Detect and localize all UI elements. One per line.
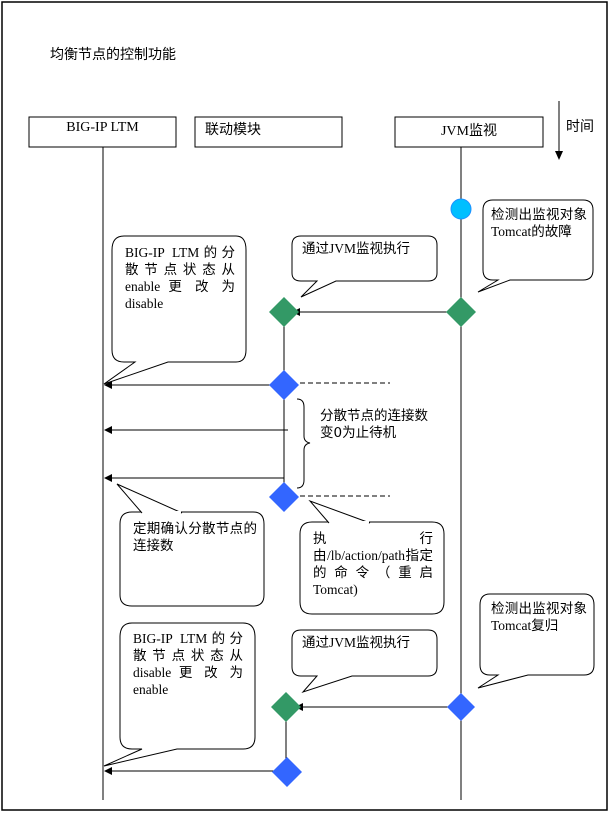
callout-text-via-jvm-2: 通过JVM监视执行 bbox=[302, 635, 411, 650]
action-node-jvm-2 bbox=[447, 693, 475, 721]
time-label: 时间 bbox=[566, 119, 594, 135]
note-connections-zero: 分散节点的连接数变0为止待机 bbox=[320, 408, 428, 441]
arrowhead-icon bbox=[104, 381, 112, 389]
decision-node-link-1 bbox=[269, 297, 299, 327]
callout-text-ltm-enable: BIG-IP LTM的分散节点状态从disable 更 改 为enable bbox=[133, 631, 243, 697]
callout-via-jvm-2 bbox=[291, 629, 438, 694]
callout-via-jvm-1 bbox=[291, 235, 438, 298]
decision-node-link-2 bbox=[271, 692, 301, 722]
callout-text-detect-recovery: 检测出监视对象Tomcat复归 bbox=[491, 601, 587, 633]
callout-detect-recovery bbox=[477, 593, 595, 689]
callout-text-exec-command: 执 行 由/lb/action/path指定的命令（重启Tomcat) bbox=[313, 531, 433, 597]
start-node-icon bbox=[450, 198, 472, 220]
callout-exec-command bbox=[299, 521, 445, 615]
decision-node-jvm-1 bbox=[446, 297, 476, 327]
action-node-link-3 bbox=[272, 757, 302, 787]
callout-ltm-disable bbox=[103, 235, 247, 385]
callout-detect-failure bbox=[477, 199, 594, 293]
lane-box-link bbox=[194, 116, 343, 148]
diagram-title: 均衡节点的控制功能 bbox=[50, 47, 176, 63]
lane-label-link: 联动模块 bbox=[205, 122, 261, 138]
arrowhead-icon bbox=[104, 426, 112, 434]
arrowhead-icon bbox=[104, 474, 112, 482]
lane-label-jvm: JVM监视 bbox=[440, 124, 497, 139]
callout-text-via-jvm-1: 通过JVM监视执行 bbox=[302, 241, 411, 256]
time-arrow-head-icon bbox=[555, 151, 563, 160]
action-node-link-2 bbox=[269, 482, 299, 512]
lane-box-jvm bbox=[394, 116, 544, 148]
callout-ltm-enable bbox=[103, 622, 256, 767]
callout-text-check-connections: 定期确认分散节点的连接数 bbox=[133, 521, 257, 554]
callout-check-connections-tail bbox=[116, 483, 183, 514]
arrowhead-icon bbox=[104, 767, 112, 775]
brace-icon bbox=[296, 398, 311, 489]
lane-box-ltm bbox=[28, 116, 177, 148]
callout-exec-command-tail bbox=[308, 499, 371, 524]
callout-text-ltm-disable: BIG-IP LTM的分散节点状态从enable 更 改 为disable bbox=[125, 245, 235, 311]
callout-text-detect-failure: 检测出监视对象Tomcat的故障 bbox=[491, 207, 587, 239]
callout-check-connections bbox=[119, 511, 265, 607]
action-node-link-1 bbox=[269, 370, 299, 400]
lane-label-ltm: BIG-IP LTM bbox=[66, 120, 139, 135]
